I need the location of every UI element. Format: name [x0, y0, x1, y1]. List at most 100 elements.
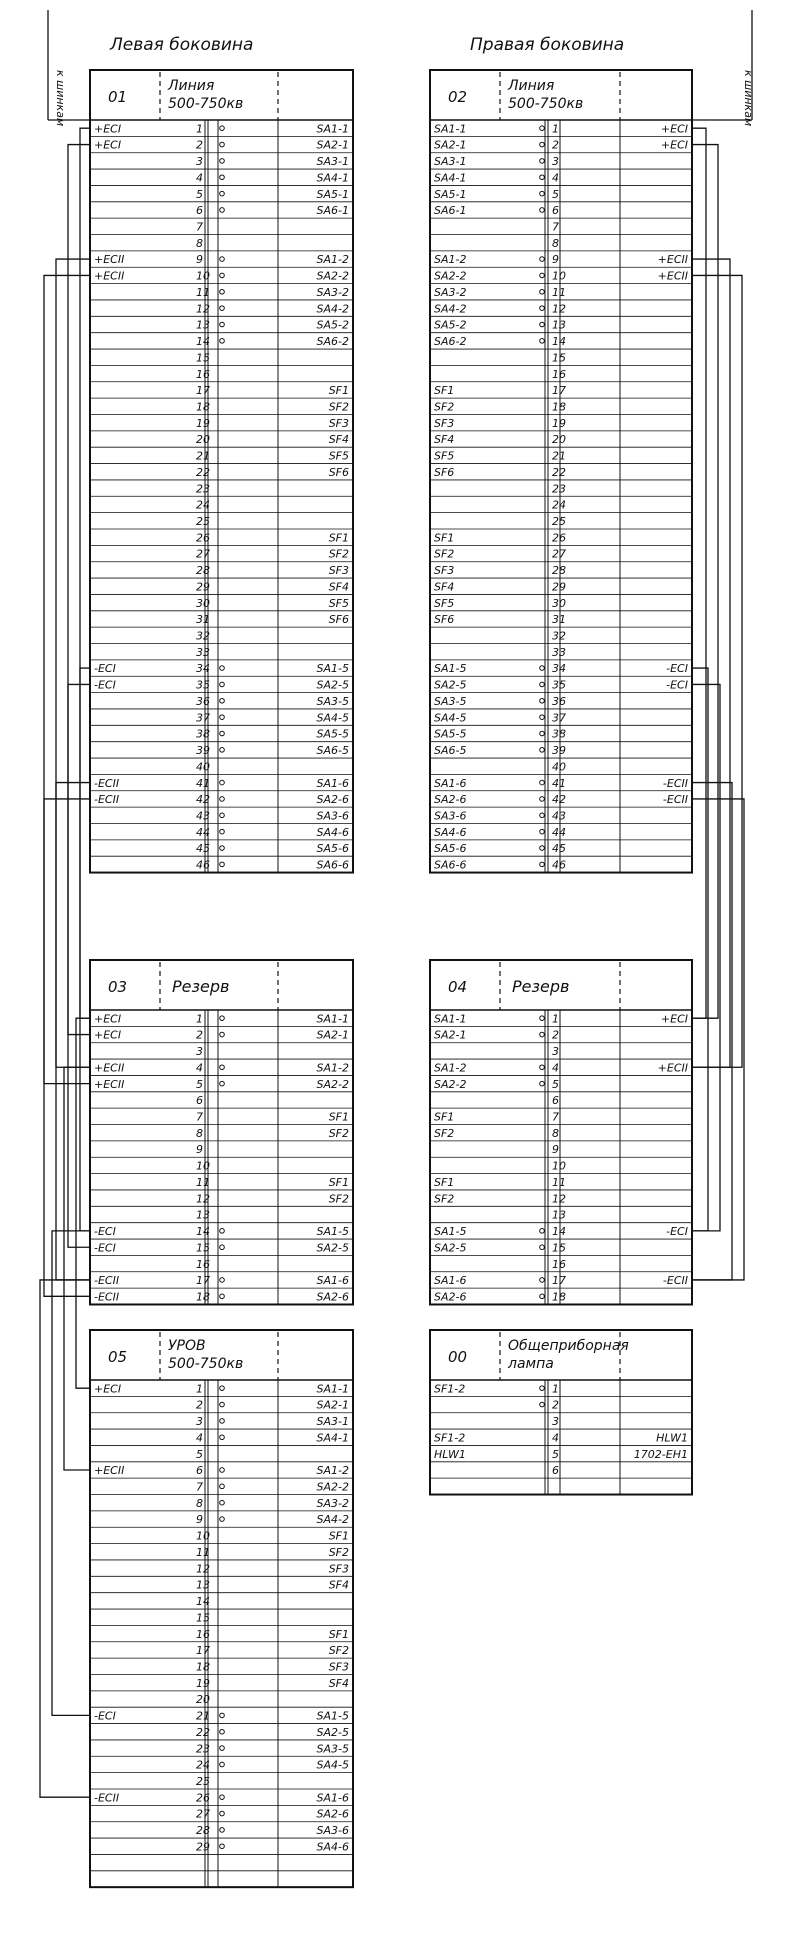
terminal-destination: SA4-1: [317, 171, 349, 184]
terminal-number: 8: [552, 1127, 559, 1140]
terminal-destination: SA4-6: [317, 826, 349, 839]
terminal-number: 3: [196, 1045, 203, 1058]
terminal-number: 13: [552, 319, 566, 332]
terminal-number: 24: [196, 1759, 210, 1772]
terminal-destination: SF2: [329, 1192, 349, 1205]
terminal-destination: SF4: [329, 1579, 349, 1592]
terminal-number: 11: [552, 1176, 566, 1189]
terminal-polarity: +ЕСII: [94, 1061, 124, 1074]
terminal-number: 1: [196, 1382, 203, 1395]
terminal-number: 4: [196, 1431, 203, 1444]
terminal-polarity: +ЕСI: [661, 122, 688, 135]
terminal-polarity: -ЕСI: [666, 662, 688, 675]
terminal-source: SA3-2: [434, 286, 466, 299]
block-number: 01: [108, 88, 127, 106]
terminal-destination: SF3: [329, 564, 349, 577]
terminal-destination: SA1-1: [317, 1382, 349, 1395]
terminal-number: 22: [552, 466, 566, 479]
terminal-destination: SF5: [329, 450, 349, 463]
terminal-destination: SA5-2: [317, 319, 349, 332]
terminal-number: 29: [196, 1840, 210, 1853]
terminal-destination: SA2-1: [317, 139, 349, 152]
terminal-source: SF1: [434, 384, 454, 397]
terminal-number: 43: [196, 809, 210, 822]
terminal-number: 38: [552, 728, 566, 741]
terminal-destination: SA6-6: [317, 859, 349, 872]
terminal-number: 16: [552, 1258, 566, 1271]
terminal-number: 6: [552, 1464, 559, 1477]
terminal-number: 6: [196, 204, 203, 217]
terminal-source: SF2: [434, 1192, 454, 1205]
terminal-number: 27: [196, 1808, 210, 1821]
terminal-source: SF2: [434, 548, 454, 561]
terminal-destination: SF2: [329, 548, 349, 561]
terminal-source: SF4: [434, 433, 454, 446]
terminal-number: 46: [196, 859, 210, 872]
terminal-destination: SF2: [329, 1127, 349, 1140]
terminal-number: 23: [552, 482, 566, 495]
terminal-number: 45: [552, 842, 566, 855]
terminal-source: SF2: [434, 400, 454, 413]
terminal-number: 11: [196, 1176, 210, 1189]
terminal-number: 40: [552, 760, 566, 773]
terminal-number: 6: [552, 1094, 559, 1107]
terminal-destination: SA1-5: [317, 1225, 349, 1238]
terminal-number: 45: [196, 842, 210, 855]
terminal-polarity: +ЕСI: [94, 1382, 121, 1395]
terminal-number: 4: [552, 171, 559, 184]
terminal-source: SA3-5: [434, 695, 466, 708]
terminal-polarity: -ЕСII: [94, 777, 119, 790]
terminal-number: 10: [196, 1530, 210, 1543]
terminal-number: 15: [196, 1241, 210, 1254]
terminal-source: SA5-6: [434, 842, 466, 855]
terminal-number: 22: [196, 466, 210, 479]
terminal-source: SA1-2: [434, 253, 466, 266]
terminal-number: 14: [196, 1225, 210, 1238]
terminal-polarity: +ЕСII: [94, 1078, 124, 1091]
terminal-polarity: +ЕСII: [94, 253, 124, 266]
terminal-number: 28: [196, 564, 210, 577]
terminal-destination: SF2: [329, 1644, 349, 1657]
terminal-number: 38: [196, 728, 210, 741]
terminal-polarity: -ЕСII: [94, 1290, 119, 1303]
terminal-number: 3: [196, 155, 203, 168]
terminal-number: 2: [552, 139, 559, 152]
terminal-polarity: -ЕСI: [666, 679, 688, 692]
terminal-number: 13: [196, 1209, 210, 1222]
terminal-number: 11: [196, 1546, 210, 1559]
terminal-destination: SA2-5: [317, 1726, 349, 1739]
terminal-destination: SA5-6: [317, 842, 349, 855]
terminal-polarity: +ЕСI: [661, 1012, 688, 1025]
terminal-destination: SA6-1: [317, 204, 349, 217]
terminal-number: 13: [552, 1209, 566, 1222]
terminal-source: SF1: [434, 531, 454, 544]
terminal-destination: SA2-6: [317, 1808, 349, 1821]
terminal-number: 42: [552, 793, 566, 806]
terminal-number: 18: [196, 1660, 210, 1673]
terminal-destination: SA4-2: [317, 1513, 349, 1526]
terminal-source: SA4-2: [434, 302, 466, 315]
terminal-polarity: +ЕСI: [661, 139, 688, 152]
terminal-source: SA5-5: [434, 728, 466, 741]
terminal-polarity: -ЕСI: [94, 1225, 116, 1238]
block-number: 05: [108, 1348, 127, 1366]
terminal-number: 11: [552, 286, 566, 299]
terminal-source: SF3: [434, 564, 454, 577]
terminal-number: 2: [552, 1029, 559, 1042]
terminal-source: SA2-1: [434, 139, 466, 152]
terminal-destination: SA6-2: [317, 335, 349, 348]
terminal-number: 7: [196, 221, 203, 234]
terminal-number: 10: [196, 1160, 210, 1173]
terminal-destination: SA2-6: [317, 793, 349, 806]
terminal-block-01: [89, 69, 354, 874]
terminal-number: 12: [196, 1562, 210, 1575]
terminal-number: 26: [196, 531, 210, 544]
terminal-number: 27: [552, 548, 566, 561]
terminal-number: 33: [196, 646, 210, 659]
terminal-block-03: [89, 959, 354, 1306]
terminal-number: 15: [552, 351, 566, 364]
terminal-number: 16: [196, 368, 210, 381]
terminal-source: SA6-6: [434, 859, 466, 872]
